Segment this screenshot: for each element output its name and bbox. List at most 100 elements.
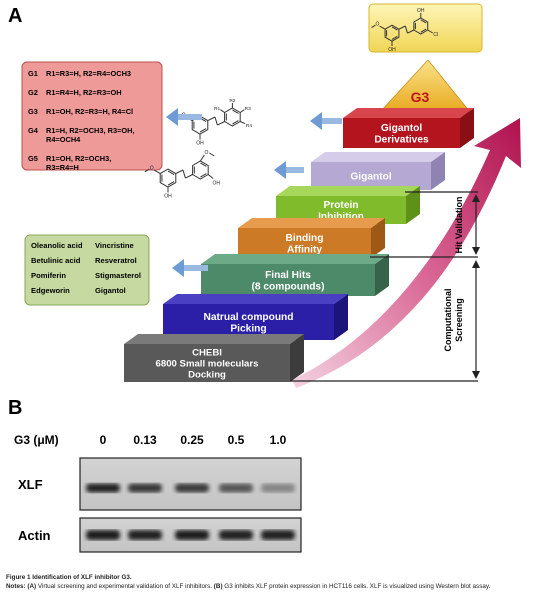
atom-label: O	[204, 150, 208, 156]
derivative-id: G4	[28, 126, 39, 135]
g3-tip-label: G3	[411, 89, 430, 105]
atom-label: O	[376, 22, 380, 28]
bond	[371, 24, 376, 29]
benzene-ring	[413, 17, 429, 35]
bond	[153, 169, 161, 175]
derivative-row: G3 R1=OH, R2=R3=H, R4=Cl	[28, 107, 133, 116]
computational-screening-bracket	[290, 260, 480, 382]
hit-compound: Gigantol	[95, 286, 126, 295]
bond	[220, 109, 225, 113]
screening-step: Gigantol	[311, 152, 445, 190]
panel-b-label: B	[8, 397, 22, 419]
step-top-face	[201, 254, 389, 264]
arrow-from-gigantol-step	[274, 161, 304, 179]
caption-a-text: Virtual screening and experimental valid…	[37, 582, 213, 590]
bond	[209, 152, 215, 157]
bond	[427, 29, 433, 34]
arrow-from-derivatives-step	[310, 112, 342, 130]
step-label-line: Derivatives	[374, 134, 429, 145]
bond	[175, 169, 184, 175]
bond	[199, 154, 205, 162]
step-label-line: CHEBI	[192, 347, 222, 358]
double-bond	[232, 109, 239, 114]
double-bond	[167, 170, 175, 176]
step-top-face	[343, 108, 474, 118]
double-bond	[199, 128, 207, 133]
hit-compound: Stigmasterol	[95, 271, 141, 280]
computational-screening-label-line: Computational	[443, 289, 453, 352]
caption-notes-label: Notes:	[6, 582, 26, 590]
step-side-face	[460, 108, 474, 148]
step-side-face	[406, 186, 420, 224]
step-label-line: Gigantol	[350, 172, 391, 183]
step-side-face	[375, 254, 389, 296]
caption-b-text: G3 inhibits XLF protein expression in HC…	[224, 582, 491, 590]
hit-validation-bracket	[370, 191, 480, 258]
bond	[207, 174, 214, 179]
double-bond	[420, 28, 427, 33]
atom-label: R3	[245, 106, 251, 112]
blot-band	[175, 483, 209, 493]
bond	[239, 109, 245, 113]
atom-label: OH	[196, 141, 204, 147]
atom-label: R2	[229, 98, 235, 104]
dose-label: 0.13	[133, 433, 157, 447]
hit-validation-label: Hit Validation	[454, 196, 464, 253]
blot-band	[219, 483, 253, 493]
blot-panel: XLF	[18, 457, 302, 511]
double-bond	[200, 162, 207, 167]
blot-band	[128, 483, 162, 493]
figure-caption: Figure 1 Identification of XLF inhibitor…	[6, 574, 534, 591]
final-hits-box-bg	[24, 234, 150, 306]
screening-steps: GigantolDerivativesGigantolProteinInhibi…	[124, 108, 474, 382]
screening-step: Final Hits(8 compounds)	[201, 254, 389, 296]
caption-b-label: (B)	[213, 582, 223, 590]
derivative-substituents: R1=OH, R2=OCH3,	[46, 154, 111, 163]
blot-band	[175, 530, 209, 540]
step-label-line: Final Hits	[265, 270, 311, 281]
derivative-substituents: R3=R4=H	[46, 163, 79, 172]
blot-band	[86, 530, 120, 540]
benzene-ring	[224, 107, 241, 127]
step-side-face	[334, 294, 348, 340]
atom-label: R4	[246, 123, 252, 129]
derivative-id: G3	[28, 107, 38, 116]
dose-label: 0.25	[180, 433, 204, 447]
step-top-face	[276, 186, 420, 196]
atom-label: O	[150, 166, 154, 172]
atom-label: R1	[214, 106, 220, 112]
derivative-substituents: R1=OH, R2=R3=H, R4=Cl	[46, 107, 133, 116]
blot-protein-label: XLF	[18, 477, 43, 492]
bond	[398, 25, 406, 30]
atom-label: OH	[164, 194, 172, 200]
step-label-line: Docking	[188, 369, 226, 380]
step-label-line: (8 compounds)	[251, 281, 324, 292]
step-front-face	[343, 118, 460, 148]
bond	[144, 168, 150, 173]
derivative-substituents: R1=R4=H, R2=R3=OH	[46, 88, 122, 97]
arrow-to-hits-box	[172, 259, 208, 277]
double-bond	[232, 120, 239, 125]
double-bond	[391, 26, 398, 31]
bond	[185, 174, 193, 179]
derivative-scaffold-molecule: OOHR1R2R3R4	[176, 98, 252, 147]
bond	[207, 116, 216, 122]
step-label-line: Affinity	[287, 244, 322, 255]
step-side-face	[371, 218, 385, 258]
atom-label: OH	[417, 8, 425, 14]
arrow-to-derivatives-box	[166, 108, 202, 126]
step-label-line: Picking	[230, 323, 266, 334]
step-top-face	[163, 294, 348, 304]
blot-band	[261, 483, 295, 493]
